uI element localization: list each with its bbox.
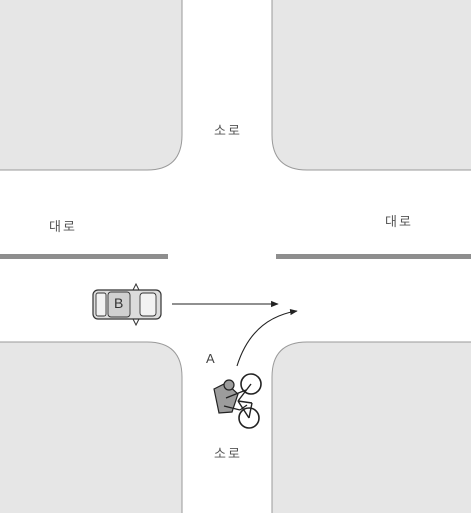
major-road-right-label: 대로 (385, 215, 413, 230)
minor-road-bottom-label: 소로 (214, 447, 242, 462)
minor-road-top-label: 소로 (214, 124, 242, 139)
block-bottom-right (271, 341, 471, 513)
bicycle-path-arrow (236, 309, 298, 367)
block-top-left (0, 0, 183, 171)
block-top-right (271, 0, 471, 171)
major-road-left-label: 대로 (49, 220, 77, 235)
car-label: B (114, 295, 124, 311)
block-bottom-left (0, 341, 183, 513)
bicycle-label: A (206, 351, 215, 366)
center-line-right (276, 254, 471, 259)
car-b-icon (92, 282, 162, 327)
bicycle-a-icon (213, 373, 262, 429)
center-line-left (0, 254, 168, 259)
